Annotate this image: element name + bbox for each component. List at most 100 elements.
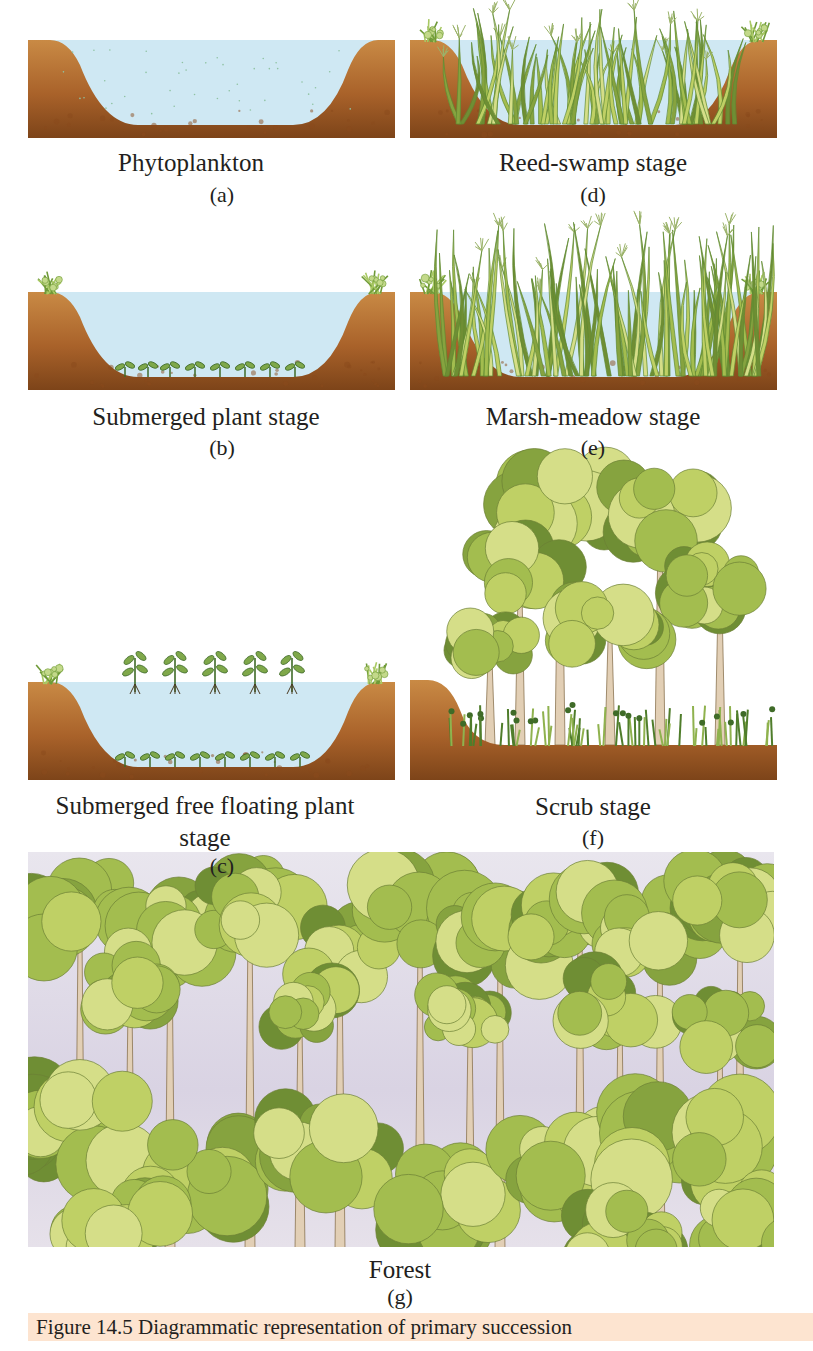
panel-scrub: [410, 447, 777, 780]
panel-forest: [28, 852, 774, 1247]
soil-grain: [92, 766, 95, 769]
reed-seed-head: [501, 217, 503, 231]
phytoplankton-dot: [222, 64, 224, 66]
shrub: [643, 717, 646, 746]
phytoplankton-dot: [216, 57, 218, 59]
panel-phytoplankton: [28, 40, 395, 138]
shrub-leaves: [699, 720, 705, 726]
foliage: [606, 1190, 648, 1232]
soil-grain: [676, 117, 680, 121]
soil-grain: [374, 382, 377, 385]
reed-seed-head: [482, 239, 489, 251]
shrub: [766, 720, 769, 746]
soil: [410, 680, 777, 780]
soil-grain: [130, 113, 134, 117]
soil-grain: [238, 110, 240, 112]
soil-grain: [321, 384, 324, 387]
shrub-leaves: [477, 711, 483, 717]
seedling-leaf: [234, 363, 245, 372]
seedling-leaf: [184, 363, 195, 372]
shrub-leaves: [620, 710, 626, 716]
grass-blade: [745, 27, 752, 42]
reed-seed-head: [475, 242, 482, 251]
shrub: [725, 722, 727, 746]
reed-seed-head: [508, 37, 513, 50]
shrub: [743, 717, 746, 746]
foliage: [42, 892, 101, 951]
reed-seed-head: [453, 25, 460, 38]
seedling-leaf: [149, 751, 160, 760]
seedling-stem: [124, 757, 126, 767]
reed-seed-head: [634, 0, 640, 10]
soil-basin: [28, 682, 395, 780]
seedling-leaf: [139, 753, 150, 762]
reed-blade: [498, 249, 520, 376]
soil-grain: [325, 758, 330, 763]
reed-blade: [571, 31, 596, 124]
foliage: [221, 901, 259, 939]
soil-grain: [90, 380, 94, 384]
seedling-stem: [244, 367, 246, 377]
soil-grain: [675, 132, 679, 136]
soil-grain: [746, 124, 750, 128]
reed-seed-head: [539, 262, 543, 270]
phytoplankton-dot: [312, 103, 314, 105]
foliage: [453, 629, 499, 675]
reed-seed-head: [537, 278, 539, 292]
floating-plant-root: [175, 684, 180, 694]
grass-tuft: [436, 32, 442, 38]
soil-grain: [640, 380, 645, 385]
panel-letter: (d): [580, 182, 606, 208]
reed-seed-head: [551, 23, 552, 35]
soil-grain: [641, 126, 645, 130]
grass-tuft: [365, 666, 369, 670]
grass-tuft: [424, 31, 431, 38]
seedling-leaf: [114, 753, 125, 762]
soil-grain: [44, 127, 47, 130]
floating-plant-leaf: [278, 666, 291, 677]
reed-seed-head: [537, 281, 539, 291]
stage-label: Phytoplankton: [118, 148, 264, 178]
soil-grain: [100, 772, 106, 778]
shrub-leaves: [769, 706, 775, 712]
soil-grain: [34, 374, 38, 378]
seedling-leaf: [169, 361, 180, 370]
floating-plant-leaf: [135, 663, 148, 674]
seedling-leaf: [284, 363, 295, 372]
soil-grain: [66, 772, 70, 776]
soil-grain: [171, 372, 173, 374]
reed-seed-head: [492, 5, 493, 13]
seedling-stem: [124, 367, 126, 377]
reed-seed-head: [493, 213, 498, 226]
floating-plant-leaf: [255, 663, 268, 674]
reed-seed-head: [596, 214, 601, 226]
shrub-leaves: [714, 714, 720, 720]
panel-marsh-meadow: [410, 211, 777, 390]
floating-plant-root: [250, 684, 255, 694]
reed-seed-head: [459, 25, 465, 38]
panel-letter: (b): [209, 435, 235, 461]
reed-blade: [609, 51, 618, 124]
shrub: [463, 714, 464, 746]
floating-plant-leaf: [162, 654, 175, 666]
shrub: [568, 714, 571, 746]
seedling-leaf: [289, 753, 300, 762]
phytoplankton-dot: [105, 107, 107, 109]
soil-grain: [419, 362, 422, 365]
shrub-leaves: [570, 702, 576, 708]
reed-seed-head: [634, 3, 636, 10]
soil-basin: [28, 292, 395, 390]
floating-plant-root: [130, 684, 135, 694]
shrub-leaves: [460, 721, 466, 727]
reed-blade: [484, 226, 499, 376]
soil-grain: [472, 377, 475, 380]
seedling-stem: [169, 367, 171, 377]
soil-grain: [211, 754, 214, 757]
grass-blade: [427, 270, 431, 294]
shrub: [470, 714, 471, 746]
reed-seed-head: [443, 51, 447, 57]
panel-letter: (a): [210, 182, 234, 208]
panel-free-floating: [28, 650, 395, 780]
reed-seed-head: [667, 228, 670, 235]
foliage: [374, 1174, 443, 1243]
